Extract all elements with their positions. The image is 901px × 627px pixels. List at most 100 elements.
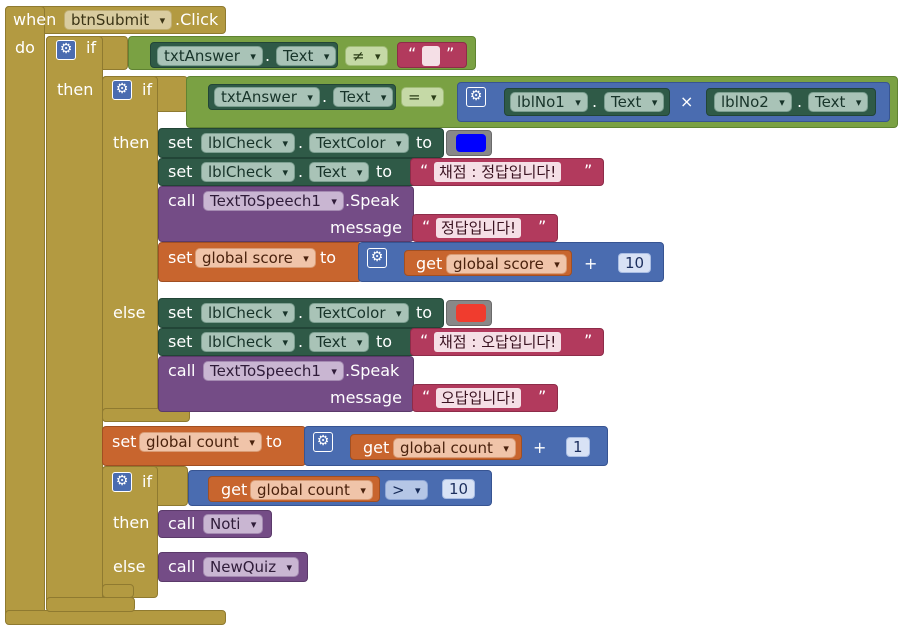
then-keyword: then [113,133,150,152]
to-keyword: to [416,303,433,322]
quote-close: ” [538,217,547,236]
inner-compare-component-dropdown[interactable]: txtAnswer [214,87,320,107]
inner-compare-operator-dropdown[interactable]: = [401,87,444,107]
event-block-spine [5,6,45,624]
get-keyword: get [221,480,248,499]
event-component-dropdown[interactable]: btnSubmit [64,10,173,30]
count-variable-dropdown[interactable]: global count [139,432,262,452]
speak-component-dropdown[interactable]: TextToSpeech1 [203,191,344,211]
outer-compare-dot: . [265,46,271,65]
set-dot: . [298,162,304,181]
score-variable-dropdown[interactable]: global score [195,248,316,268]
else-keyword: else [113,303,146,322]
call-keyword: call [168,361,196,380]
quote-open: “ [422,217,431,236]
mutator-gear-icon[interactable]: ⚙ [112,472,132,492]
plus-sign: + [533,438,547,457]
outer-if-footer [46,597,135,612]
inner-if-spine [102,76,158,422]
multiply-right-dot: . [797,92,803,111]
set-component-dropdown[interactable]: lblCheck [201,332,295,352]
times-sign: × [680,92,694,111]
set-keyword: set [168,248,193,267]
noti-procedure-dropdown[interactable]: Noti [203,514,264,534]
speak-method-name: .Speak [345,191,400,210]
set-property-dropdown[interactable]: TextColor [309,133,409,153]
set-property-dropdown[interactable]: Text [309,332,370,352]
set-keyword: set [168,162,193,181]
set-property-dropdown[interactable]: TextColor [309,303,409,323]
empty-string-value[interactable] [422,46,440,66]
mutator-gear-icon[interactable]: ⚙ [367,248,387,268]
multiply-right-property-dropdown[interactable]: Text [808,92,869,112]
text-string-value[interactable]: 채점 : 정답입니다! [434,162,562,182]
mutator-gear-icon[interactable]: ⚙ [112,80,132,100]
then-keyword: then [57,80,94,99]
blue-color-swatch[interactable] [456,134,486,152]
count-if-footer [102,584,134,598]
plus-sign: + [584,254,598,273]
inner-compare-property-dropdown[interactable]: Text [333,87,394,107]
else-keyword: else [113,557,146,576]
set-keyword: set [112,432,137,451]
then-keyword: then [113,513,150,532]
outer-compare-property-dropdown[interactable]: Text [276,46,337,66]
count-compare-operator-dropdown[interactable]: > [385,480,428,500]
count-increment-number[interactable]: 1 [566,437,590,457]
quote-open: “ [420,331,429,350]
mutator-gear-icon[interactable]: ⚙ [56,40,76,60]
multiply-right-component-dropdown[interactable]: lblNo2 [714,92,792,112]
set-keyword: set [168,133,193,152]
score-increment-number[interactable]: 10 [618,253,652,273]
message-param-label: message [330,388,402,407]
to-keyword: to [266,432,283,451]
outer-if-spine [46,36,103,612]
message-param-label: message [330,218,402,237]
get-score-dropdown[interactable]: global score [446,254,567,274]
quote-close: ” [538,387,547,406]
set-dot: . [298,332,304,351]
speak-component-dropdown[interactable]: TextToSpeech1 [203,361,344,381]
set-dot: . [298,133,304,152]
get-keyword: get [363,438,390,457]
to-keyword: to [416,133,433,152]
text-string-value[interactable]: 채점 : 오답입니다! [434,332,562,352]
speak-method-name: .Speak [345,361,400,380]
quote-open: “ [408,44,417,63]
set-dot: . [298,303,304,322]
multiply-left-component-dropdown[interactable]: lblNo1 [510,92,588,112]
quote-close: ” [584,331,593,350]
inner-compare-dot: . [322,87,328,106]
set-component-dropdown[interactable]: lblCheck [201,133,295,153]
call-keyword: call [168,191,196,210]
quote-open: “ [420,161,429,180]
multiply-left-property-dropdown[interactable]: Text [604,92,665,112]
quote-close: ” [446,44,455,63]
quote-close: ” [584,161,593,180]
outer-compare-operator-dropdown[interactable]: ≠ [345,46,388,66]
set-property-dropdown[interactable]: Text [309,162,370,182]
set-component-dropdown[interactable]: lblCheck [201,162,295,182]
quote-open: “ [422,387,431,406]
event-name: .Click [175,10,219,29]
if-keyword: if [142,80,153,99]
message-string-value[interactable]: 오답입니다! [436,388,522,408]
mutator-gear-icon[interactable]: ⚙ [466,87,486,107]
mutator-gear-icon[interactable]: ⚙ [313,432,333,452]
red-color-swatch[interactable] [456,304,486,322]
to-keyword: to [376,162,393,181]
event-block-footer [5,610,226,625]
call-keyword: call [168,557,196,576]
do-keyword: do [15,38,35,57]
get-keyword: get [416,254,443,273]
message-string-value[interactable]: 정답입니다! [436,218,522,238]
count-threshold-number[interactable]: 10 [442,479,476,499]
outer-compare-component-dropdown[interactable]: txtAnswer [157,46,263,66]
newquiz-procedure-dropdown[interactable]: NewQuiz [203,557,300,577]
set-keyword: set [168,303,193,322]
get-count-dropdown[interactable]: global count [393,438,516,458]
if-keyword: if [86,38,97,57]
get-count-dropdown[interactable]: global count [250,480,373,500]
multiply-left-dot: . [592,92,598,111]
set-component-dropdown[interactable]: lblCheck [201,303,295,323]
